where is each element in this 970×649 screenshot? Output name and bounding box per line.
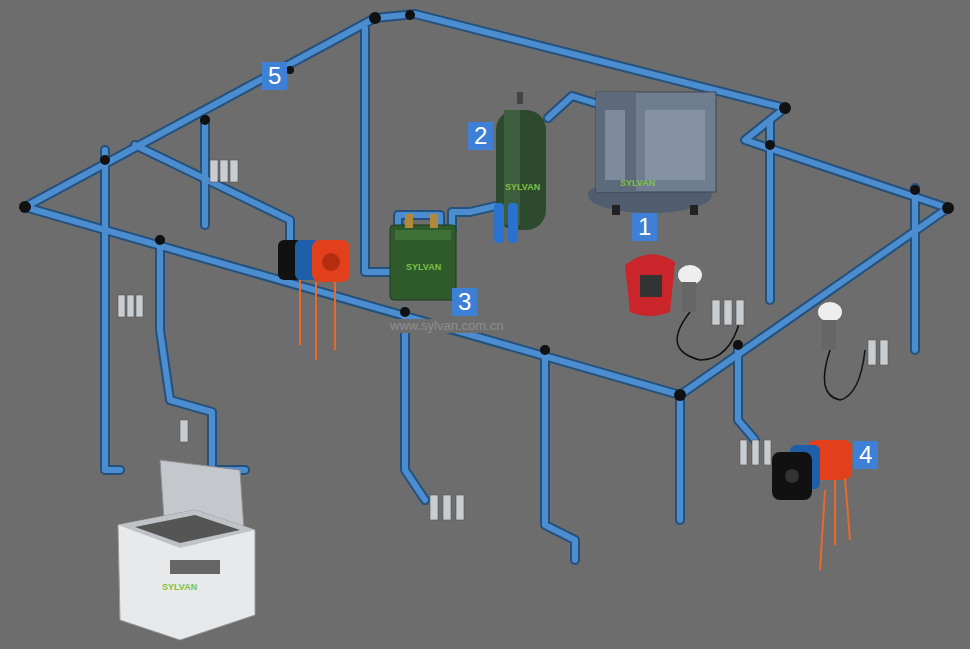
watermark: www.sylvan.com.cn — [388, 319, 505, 333]
brand-mark: SYLVAN — [162, 582, 197, 592]
callout-number: 5 — [262, 62, 287, 90]
callout-number: 3 — [452, 288, 477, 316]
callout-number: 1 — [632, 213, 657, 241]
brand-mark: SYLVAN — [406, 262, 441, 272]
callout-number: 4 — [853, 441, 878, 469]
brand-mark: SYLVAN — [505, 182, 540, 192]
brand-mark: SYLVAN — [620, 178, 655, 188]
callout-number: 2 — [468, 122, 493, 150]
